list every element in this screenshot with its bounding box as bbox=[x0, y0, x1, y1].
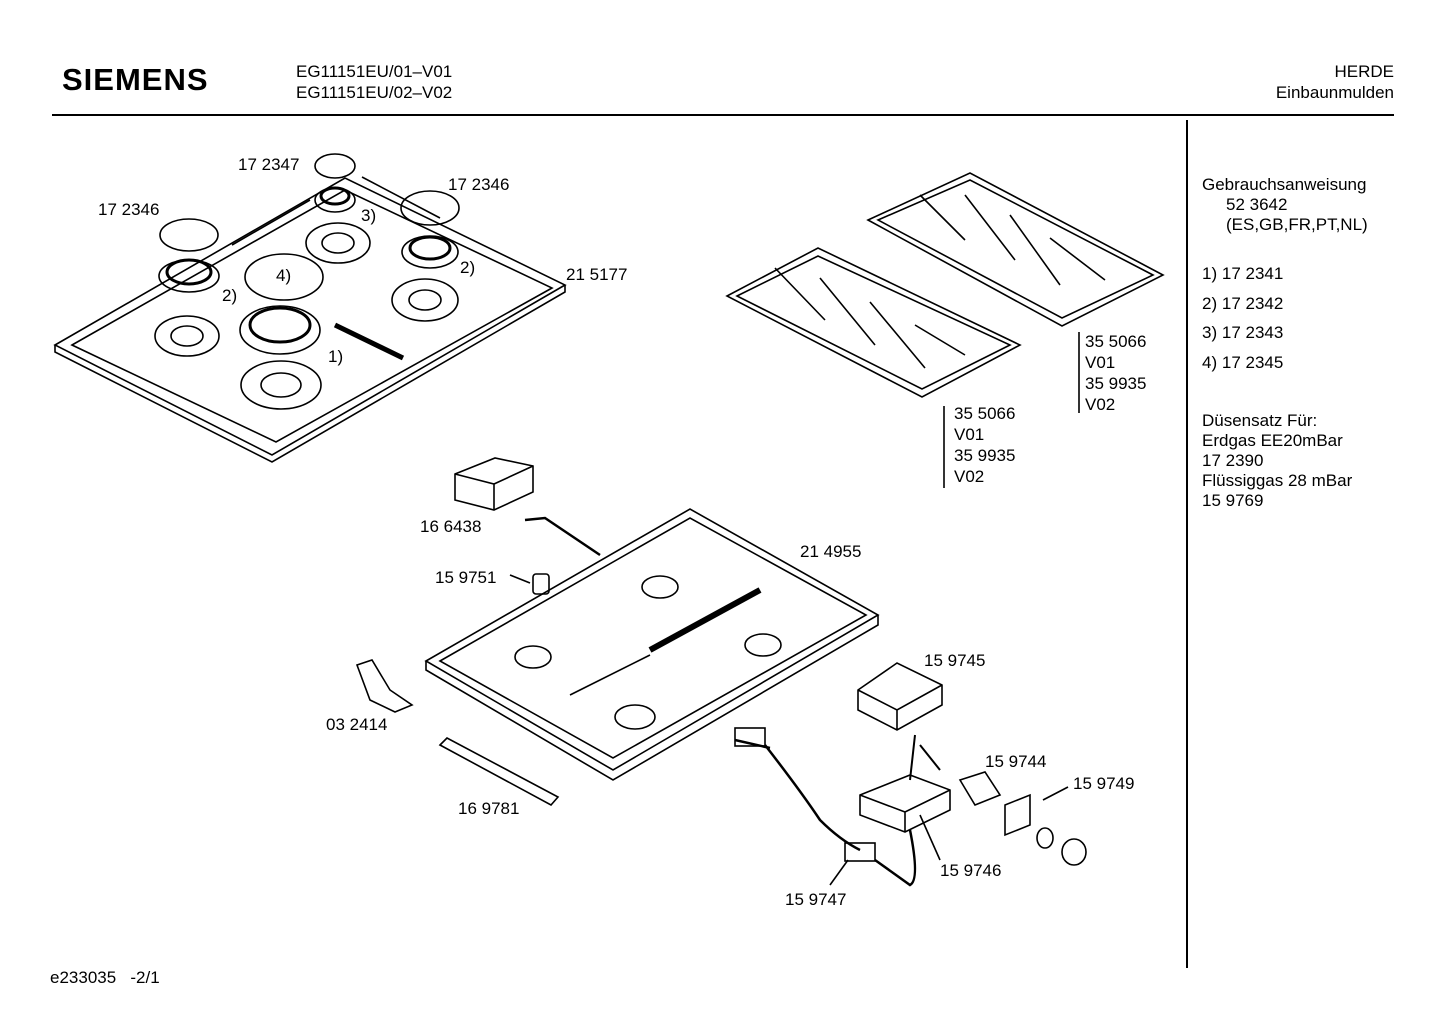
category-subtitle: Einbaunmulden bbox=[1275, 83, 1394, 102]
label-grid-left: 35 5066 V01 35 9935 V02 bbox=[954, 404, 1016, 486]
label-burner-1: 1) bbox=[328, 347, 344, 366]
burners bbox=[158, 186, 459, 355]
label-seal-strip: 16 9781 bbox=[458, 799, 520, 818]
model-number-2: EG11151EU/02–V02 bbox=[296, 83, 453, 102]
label-hob-tray: 21 4955 bbox=[800, 542, 862, 561]
nozzle-line-2: 17 2390 bbox=[1202, 451, 1264, 470]
cable-connector bbox=[509, 516, 601, 595]
valve-leader bbox=[829, 859, 849, 886]
burner-caps bbox=[159, 153, 460, 301]
part-ref-4: 4) 17 2345 bbox=[1202, 353, 1284, 372]
hob-top-plate bbox=[53, 176, 567, 463]
nozzle-title: Düsensatz Für: bbox=[1202, 411, 1318, 430]
switch bbox=[958, 771, 1002, 806]
label-cover-plate: 15 9745 bbox=[924, 651, 986, 670]
label-cap-small: 17 2347 bbox=[238, 155, 300, 174]
part-ref-2: 2) 17 2342 bbox=[1202, 294, 1284, 313]
wiring-assembly bbox=[734, 727, 951, 887]
brand-logo: SIEMENS bbox=[62, 62, 209, 97]
ignition-box bbox=[454, 457, 534, 511]
label-connector: 15 9751 bbox=[435, 568, 497, 587]
cover-plate bbox=[857, 662, 943, 731]
label-ignition-box: 16 6438 bbox=[420, 517, 482, 536]
burner-seats bbox=[154, 222, 459, 410]
label-switch: 15 9744 bbox=[985, 752, 1047, 771]
label-cap-left: 17 2346 bbox=[98, 200, 160, 219]
category-title: HERDE bbox=[1334, 62, 1394, 81]
pan-support-left bbox=[725, 247, 1022, 398]
label-grid-right: 35 5066 V01 35 9935 V02 bbox=[1085, 332, 1147, 414]
module-leader bbox=[919, 814, 941, 861]
nozzle-line-4: 15 9769 bbox=[1202, 491, 1264, 510]
model-number-1: EG11151EU/01–V01 bbox=[296, 62, 453, 81]
label-cap-right: 17 2346 bbox=[448, 175, 510, 194]
doc-footer: e233035 -2/1 bbox=[50, 968, 160, 987]
knob-assembly bbox=[1004, 786, 1087, 866]
part-ref-1: 1) 17 2341 bbox=[1202, 264, 1284, 283]
hob-tray bbox=[424, 508, 880, 781]
manual-title: Gebrauchsanweisung bbox=[1202, 175, 1367, 194]
mounting-bracket bbox=[355, 659, 414, 713]
seal-strip bbox=[438, 737, 560, 807]
label-hob-top: 21 5177 bbox=[566, 265, 628, 284]
manual-languages: (ES,GB,FR,PT,NL) bbox=[1226, 215, 1368, 234]
label-module: 15 9746 bbox=[940, 861, 1002, 880]
nozzle-line-3: Flüssiggas 28 mBar bbox=[1202, 471, 1353, 490]
manual-number: 52 3642 bbox=[1226, 195, 1288, 214]
header-divider bbox=[52, 114, 1394, 116]
sidebar-divider bbox=[1186, 120, 1188, 968]
label-knob-bracket: 15 9749 bbox=[1073, 774, 1135, 793]
label-burner-3: 3) bbox=[361, 206, 377, 225]
part-ref-3: 3) 17 2343 bbox=[1202, 323, 1284, 342]
label-burner-2b: 2) bbox=[460, 258, 476, 277]
label-bracket: 03 2414 bbox=[326, 715, 388, 734]
pan-support-right bbox=[866, 172, 1165, 327]
label-burner-4: 4) bbox=[276, 266, 292, 285]
nozzle-line-1: Erdgas EE20mBar bbox=[1202, 431, 1343, 450]
label-burner-2a: 2) bbox=[222, 286, 238, 305]
label-gas-valve: 15 9747 bbox=[785, 890, 847, 909]
